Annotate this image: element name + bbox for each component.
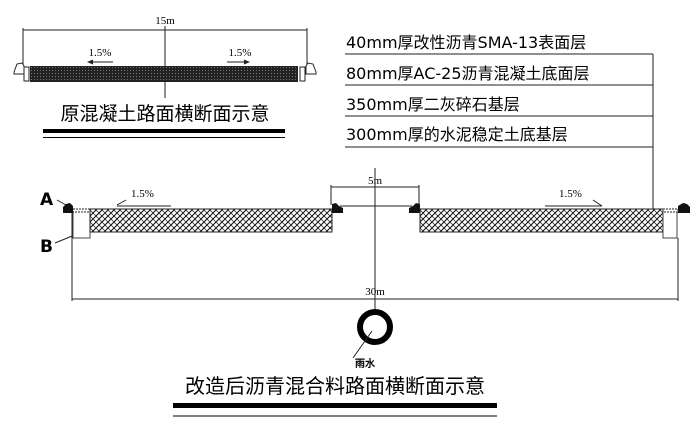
layer-1-label: 40mm厚改性沥青SMA-13表面层 [346, 33, 586, 52]
arrow-left-icon [87, 59, 113, 65]
curb-left [13, 62, 25, 75]
width-label-15m: 15m [155, 15, 175, 27]
median-curb-right [409, 203, 420, 213]
marker-a-label: A [40, 190, 54, 210]
rainwater-pipe-icon [357, 309, 393, 345]
slope-label-right: 1.5% [559, 188, 582, 200]
marker-b-label: B [40, 237, 53, 257]
original-section: 15m 1.5% 1.5% 原混凝土路面横断面示意 [13, 15, 317, 138]
median-curb-left [332, 203, 343, 213]
renovated-section-title: 改造后沥青混合料路面横断面示意 [185, 374, 485, 398]
renovated-section: A B 1.5% 1.5% 5m 30m [40, 168, 690, 417]
title-underline-thick [43, 129, 285, 133]
layer-4-label: 300mm厚的水泥稳定土底基层 [346, 125, 568, 144]
pavement-slab-left [89, 208, 333, 233]
curb-a-left [63, 203, 73, 213]
slope-leader-left [116, 199, 127, 206]
edge-strip-left [72, 208, 91, 213]
edge-block-right [299, 66, 306, 82]
edge-block-b-left [72, 209, 91, 239]
concrete-slab [30, 66, 298, 82]
original-section-title: 原混凝土路面横断面示意 [60, 103, 269, 125]
slope-label-left: 1.5% [131, 188, 154, 200]
edge-strip-right [662, 208, 679, 213]
arrow-right-icon [227, 59, 250, 65]
slope-label-right: 1.5% [229, 47, 252, 59]
slope-leader-right [592, 199, 603, 207]
edge-block-left [23, 66, 30, 82]
pipe-label: 雨水 [355, 357, 376, 370]
slope-label-left: 1.5% [89, 47, 112, 59]
marker-a-leader [56, 199, 67, 206]
edge-block-b-right [662, 209, 678, 239]
layer-3-label: 350mm厚二灰碎石基层 [346, 95, 520, 114]
title-underline-thick [173, 403, 497, 408]
layer-2-label: 80mm厚AC-25沥青混凝土底面层 [346, 64, 590, 83]
total-width-label: 30m [365, 286, 385, 298]
pavement-slab-right [419, 208, 664, 233]
curb-right [305, 62, 317, 75]
pipe-leader [352, 330, 373, 359]
curb-a-right [678, 203, 690, 213]
layer-legend: 40mm厚改性沥青SMA-13表面层 80mm厚AC-25沥青混凝土底面层 35… [345, 33, 654, 209]
